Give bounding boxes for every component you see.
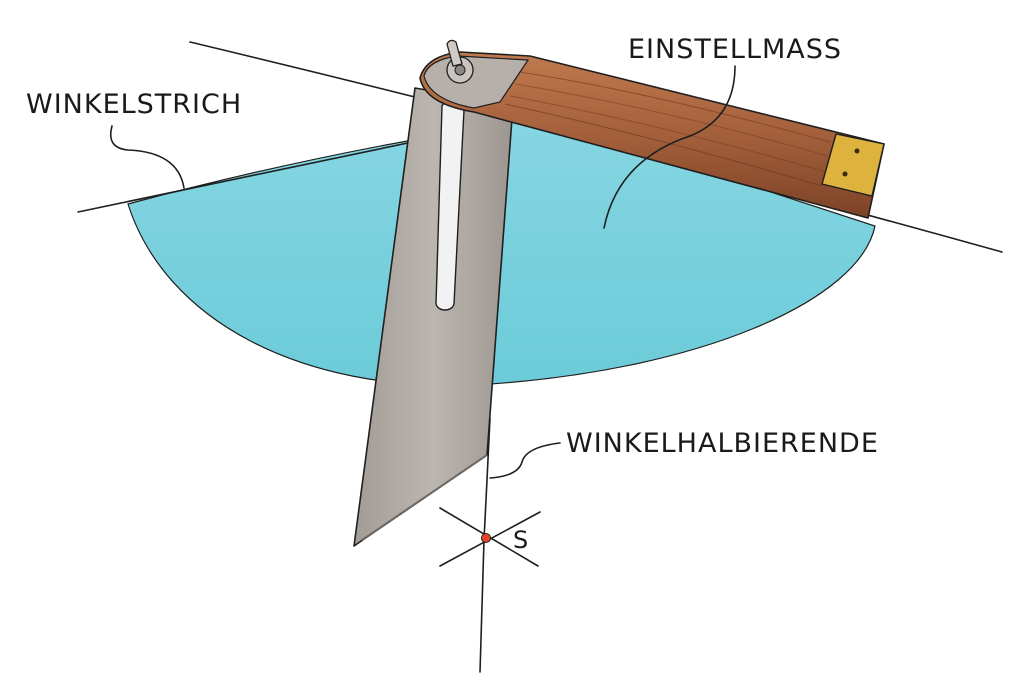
- brass-cap: [821, 133, 885, 197]
- label-bevel-gauge: EINSTELLMASS: [628, 34, 842, 65]
- handle: [419, 51, 885, 219]
- intersection-point: [481, 533, 491, 543]
- leader-bevel-gauge: [603, 65, 736, 229]
- blade-bevel-edge: [361, 454, 488, 541]
- intersection-label: S: [513, 526, 528, 554]
- label-angle-line: WINKELSTRICH: [26, 89, 242, 120]
- leader-bisector: [489, 442, 561, 479]
- wing-nut-icon: [446, 39, 474, 84]
- bisector-line: [479, 417, 491, 673]
- leader-angle-line: [109, 125, 185, 189]
- label-bisector: WINKELHALBIERENDE: [566, 428, 879, 459]
